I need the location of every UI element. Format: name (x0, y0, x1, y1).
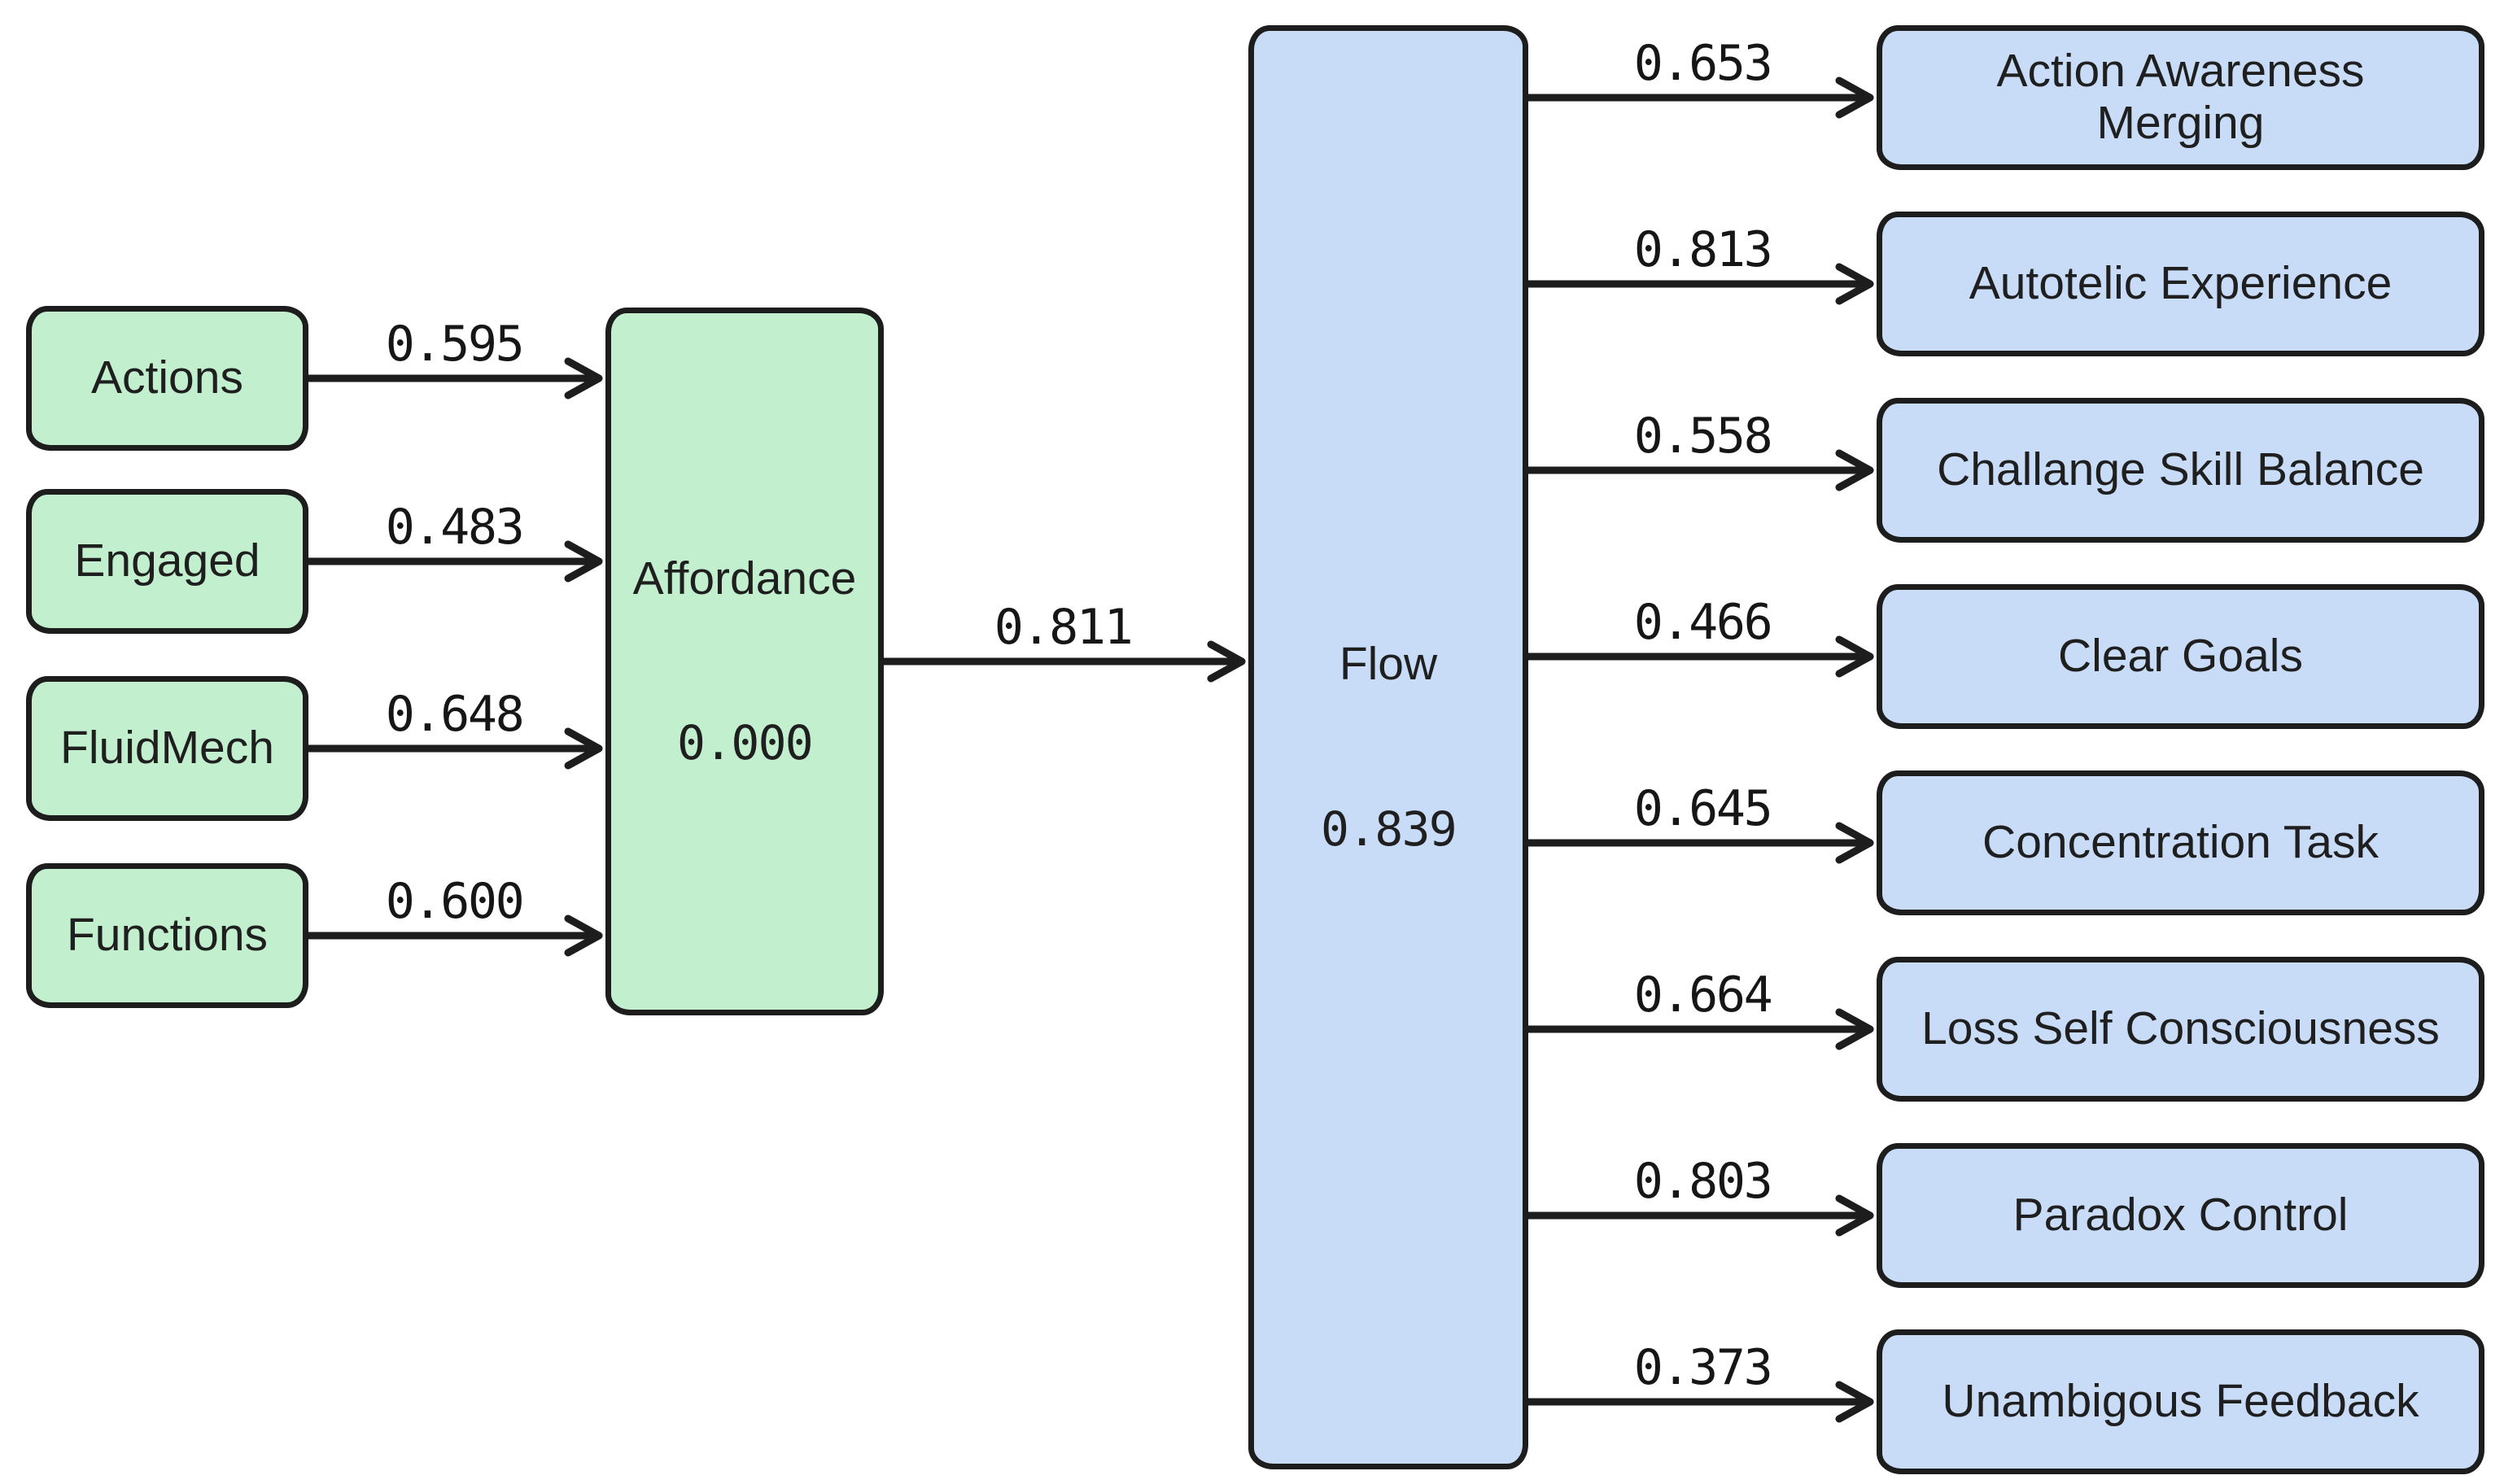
node-loss-self-consciousness-label: Loss Self Consciousness (1921, 1002, 2440, 1055)
node-clear-goals-label: Clear Goals (2058, 630, 2303, 683)
node-action-awareness-merging: Action Awareness Merging (1877, 25, 2484, 170)
coef-functions-affordance: 0.600 (385, 873, 525, 930)
node-concentration-task-label: Concentration Task (1982, 816, 2379, 869)
node-flow-value: 0.839 (1321, 801, 1457, 857)
coef-flow-challange-skill: 0.558 (1633, 408, 1773, 465)
node-concentration-task: Concentration Task (1877, 770, 2484, 915)
node-functions-label: Functions (66, 909, 269, 962)
node-paradox-control-label: Paradox Control (2012, 1189, 2349, 1242)
node-clear-goals: Clear Goals (1877, 584, 2484, 729)
node-functions: Functions (26, 863, 308, 1008)
node-affordance: Affordance 0.000 (605, 308, 884, 1015)
node-unambigous-feedback: Unambigous Feedback (1877, 1329, 2484, 1474)
coef-flow-loss-self: 0.664 (1633, 967, 1773, 1024)
coef-flow-autotelic: 0.813 (1633, 221, 1773, 278)
node-actions-label: Actions (91, 351, 243, 404)
coef-fluidmech-affordance: 0.648 (385, 686, 525, 743)
node-unambigous-feedback-label: Unambigous Feedback (1942, 1375, 2419, 1428)
coef-flow-concentration: 0.645 (1633, 780, 1773, 837)
node-flow: Flow 0.839 (1248, 25, 1528, 1469)
node-engaged-label: Engaged (74, 535, 260, 587)
node-fluidmech: FluidMech (26, 676, 308, 821)
node-loss-self-consciousness: Loss Self Consciousness (1877, 957, 2484, 1102)
node-action-awareness-merging-label: Action Awareness Merging (1996, 45, 2365, 149)
node-autotelic-experience: Autotelic Experience (1877, 212, 2484, 356)
node-challange-skill-balance: Challange Skill Balance (1877, 398, 2484, 543)
node-engaged: Engaged (26, 489, 308, 634)
node-fluidmech-label: FluidMech (60, 722, 274, 775)
node-affordance-label: Affordance (632, 552, 857, 605)
coef-flow-action-awareness: 0.653 (1633, 35, 1773, 92)
coef-affordance-flow: 0.811 (994, 599, 1134, 656)
node-challange-skill-balance-label: Challange Skill Balance (1937, 443, 2424, 496)
node-paradox-control: Paradox Control (1877, 1143, 2484, 1288)
coef-flow-clear-goals: 0.466 (1633, 594, 1773, 651)
node-autotelic-experience-label: Autotelic Experience (1969, 257, 2393, 310)
coef-flow-unambigous-feedback: 0.373 (1633, 1339, 1773, 1396)
node-actions: Actions (26, 306, 308, 451)
node-flow-label: Flow (1339, 638, 1438, 691)
coef-flow-paradox-control: 0.803 (1633, 1153, 1773, 1210)
node-affordance-value: 0.000 (677, 715, 814, 771)
coef-actions-affordance: 0.595 (385, 316, 525, 373)
coef-engaged-affordance: 0.483 (385, 499, 525, 556)
